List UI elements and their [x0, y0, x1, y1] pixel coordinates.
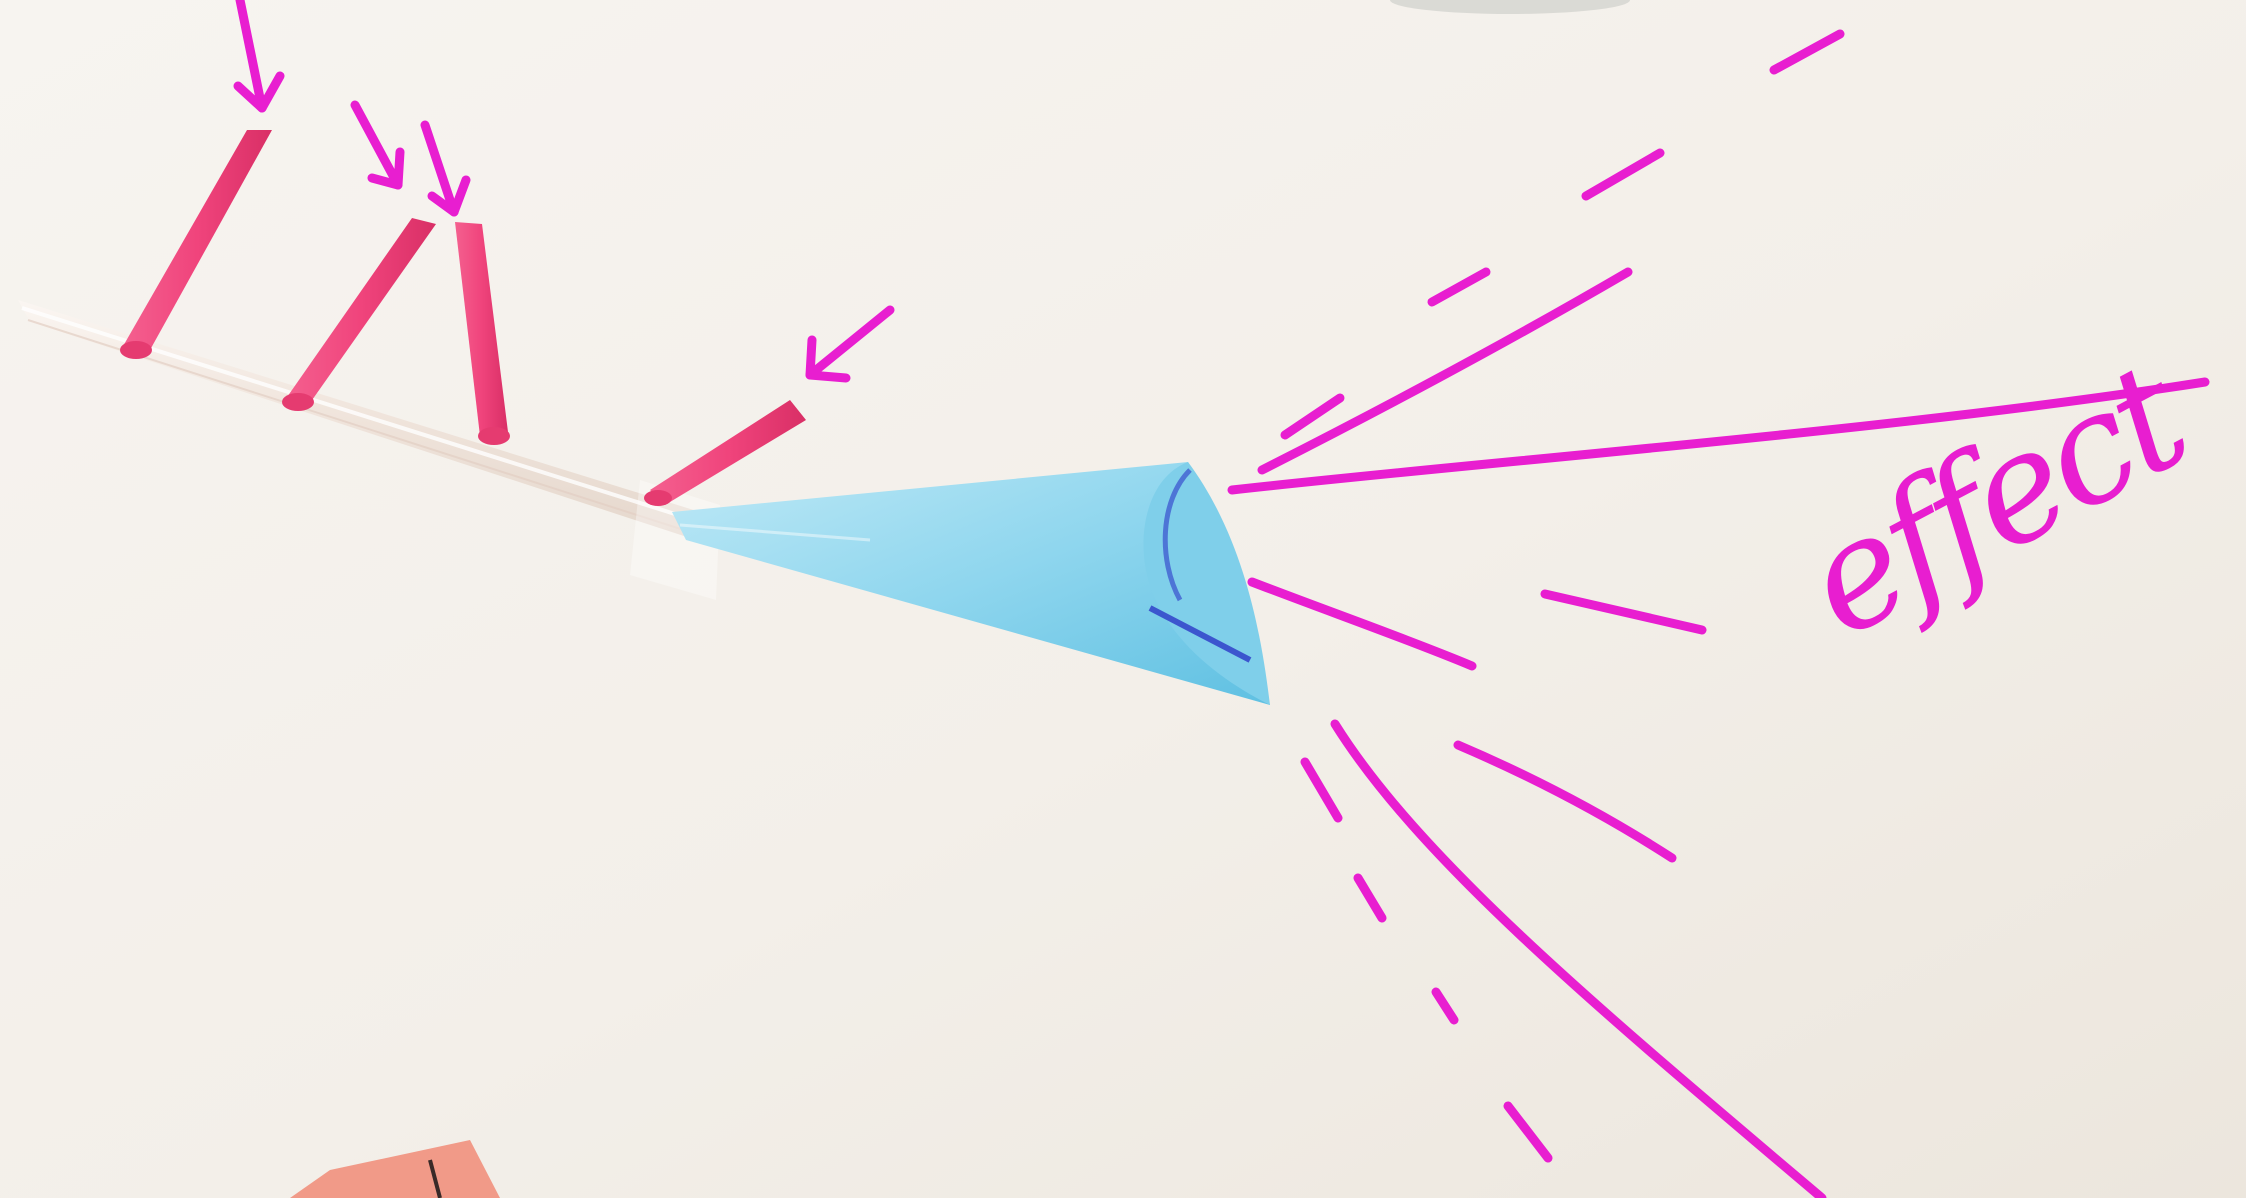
whiteboard-photo: effect [0, 0, 2246, 1198]
